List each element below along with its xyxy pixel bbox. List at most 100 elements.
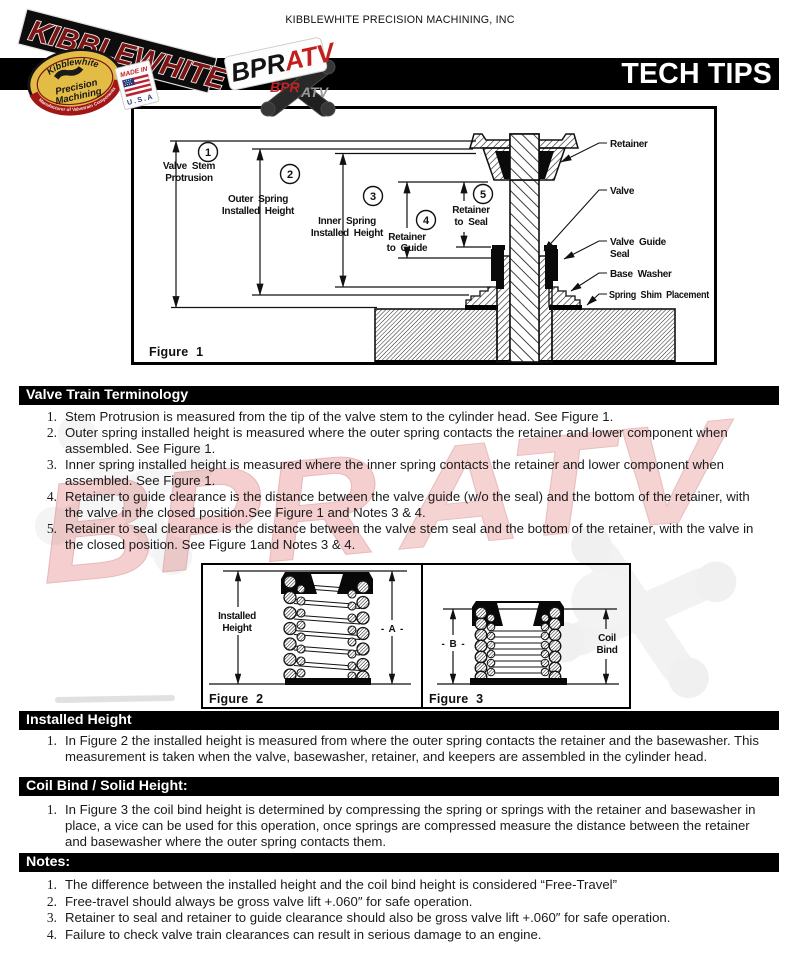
terminology-list: 1. Stem Protrusion is measured from the t… [0,409,800,553]
list-item-text: place, a vice can be used for this opera… [65,818,750,833]
list-item-text: In Figure 2 the installed height is meas… [65,733,759,748]
part-label-leaders [543,142,607,306]
list-item-number: 3. [46,457,57,472]
page-title: TECH TIPS [621,58,772,90]
text-figure2-dim_left_1: Installed [218,611,256,622]
list-item-text: Free-travel should always be gross valve… [65,893,473,909]
text-figure1-callouts-2-line1: Inner Spring [318,216,376,227]
figure3-drawing: - B - Coil Bind Figure 3 [429,601,619,706]
dim-retainer-to-guide: Retainer to Guide 4 [387,181,437,259]
callout-circle-3 [362,185,384,207]
list-item-text: Failure to check valve train clearances … [65,926,542,942]
section-heading-notes: Notes: [19,853,779,872]
list-item-number: 1. [46,877,57,892]
coil-bind-list: 1. In Figure 3 the coil bind height is de… [0,802,800,850]
text-figure1-callouts-2-line2: Installed Height [311,228,384,239]
list-item-number: 2. [46,893,57,909]
list-item-line: 2. Free-travel should always be gross val… [0,894,800,911]
label-valve-guide-seal-1: Valve Guide [610,237,667,248]
text-figure3-dim_left: - B - [442,639,465,650]
usa-flag-icon [122,73,153,97]
text-figure2-dim_right: - A - [381,624,403,635]
list-item-line: 1. Stem Protrusion is measured from the t… [0,409,800,425]
dim-retainer-to-seal: Retainer to Seal 5 [452,181,494,248]
list-item-text: the closed position. See Figure 1and Not… [65,537,356,552]
logo-cluster: BPR ATV KIBBLEWHITE BPRATV Kibblewhite P… [17,8,340,118]
list-item-text: Retainer to guide clearance is the dista… [65,489,750,504]
list-item-line: 1. The difference between the installed h… [0,877,800,894]
figure3-caption: Figure 3 [429,692,483,706]
callout-circle-4 [415,209,437,231]
list-item-number: 1. [46,802,57,817]
text-figure1-callouts-0-line1: Valve Stem [163,161,216,172]
text-figure1-callouts-1-num: 2 [287,169,293,181]
figure23-frame [201,563,631,709]
figure-1-diagram: Valve Stem Protrusion 1 Outer Spring Ins… [131,106,717,365]
list-item-line: 4. Retainer to guide clearance is the dis… [0,489,800,505]
made-in-usa-icon: MADE IN U.S.A [114,60,160,110]
list-item-text: Stem Protrusion is measured from the tip… [65,409,614,424]
retainer-part [469,133,579,181]
text-figure3-dim_right_2: Bind [596,645,617,656]
label-base-washer: Base Washer [610,269,672,280]
list-item-line: 1.In Figure 2 the installed height is me… [0,733,800,749]
figure2-drawing: Installed Height - A - Figure 2 [209,570,411,706]
text-figure1-callouts-3-line1: Retainer [388,232,426,243]
list-item-line: measurement is taken when the valve, bas… [0,749,800,765]
callout-circle-2 [279,163,301,185]
text-figure2-dim_left_2: Height [222,623,252,634]
text-figure1-callouts-3-num: 4 [423,215,430,227]
section-heading-installed-height: Installed Height [19,711,779,730]
list-item-number: 1. [46,409,57,424]
figure2-base-washer [285,678,371,685]
text-figure1-callouts-4-line1: Retainer [452,205,490,216]
oval-badge-gargoyle-icon [53,66,84,80]
list-item-text: Outer spring installed height is measure… [65,425,728,440]
list-item-number: 4. [46,489,57,504]
text-figure1-callouts-0-line2: Protrusion [165,173,213,184]
callout-circle-1 [197,141,219,163]
list-item-text: Retainer to seal clearance is the distan… [65,521,754,536]
oval-badge: Kibblewhite Precision Machining Manufact… [27,48,123,118]
valve-guide-seal-part [491,245,558,289]
pistons-atv-text: ATV [300,84,330,100]
label-spring-shim: Spring Shim Placement [609,290,710,301]
list-item-text: and basewasher where the outer spring co… [65,834,387,849]
text-figure1-callouts-1-line2: Installed Height [222,206,295,217]
list-item-text: The difference between the installed hei… [65,877,618,892]
list-item-text: assembled. See Figure 1. [65,441,216,456]
callout-circle-5 [472,183,494,205]
list-item-line: 3.Retainer to seal and retainer to guide… [0,910,800,927]
figure2-caption: Figure 2 [209,692,263,706]
dim-valve-stem-protrusion: Valve Stem Protrusion 1 [163,140,219,309]
dim-inner-spring-height: Inner Spring Installed Height 3 [311,152,384,288]
list-item-line: assembled. See Figure 1. [0,441,800,457]
list-item-line: the closed position. See Figure 1and Not… [0,537,800,553]
list-item-text: Inner spring installed height is measure… [65,457,725,472]
installed-height-list: 1.In Figure 2 the installed height is me… [0,733,800,765]
list-item-text: measurement is taken when the valve, bas… [65,749,708,764]
pistons-bpr-text: BPR [270,79,300,95]
text-figure3-dim_right_1: Coil [598,633,616,644]
list-item-text: the valve in the closed position.See Fig… [65,505,426,520]
text-figure1-callouts-2-num: 3 [370,191,376,203]
list-item-line: 5.Retainer to seal clearance is the dist… [0,521,800,537]
spring-shim-part [465,305,582,310]
figure3-retainer [472,601,564,626]
figure3-base-washer [470,678,567,685]
list-item-line: place, a vice can be used for this opera… [0,818,800,834]
text-figure1-callouts-4-line2: to Seal [454,217,488,228]
list-item-number: 2. [46,425,57,440]
list-item-line: the valve in the closed position.See Fig… [0,505,800,521]
figure-2-3-diagram: Installed Height - A - Figure 2 [201,563,631,709]
list-item-line: 1. In Figure 3 the coil bind height is de… [0,802,800,818]
list-item-number: 3. [46,910,57,925]
list-item-number: 4. [46,926,57,942]
section-heading-coil-bind: Coil Bind / Solid Height: [19,777,779,796]
label-valve: Valve [610,186,635,197]
list-item-line: and basewasher where the outer spring co… [0,834,800,850]
list-item-text: In Figure 3 the coil bind height is dete… [65,802,756,817]
dim-outer-spring-height: Outer Spring Installed Height 2 [222,148,301,296]
list-item-line: 4. Failure to check valve train clearance… [0,927,800,944]
text-figure1-callouts-3-line2: to Guide [387,243,428,254]
